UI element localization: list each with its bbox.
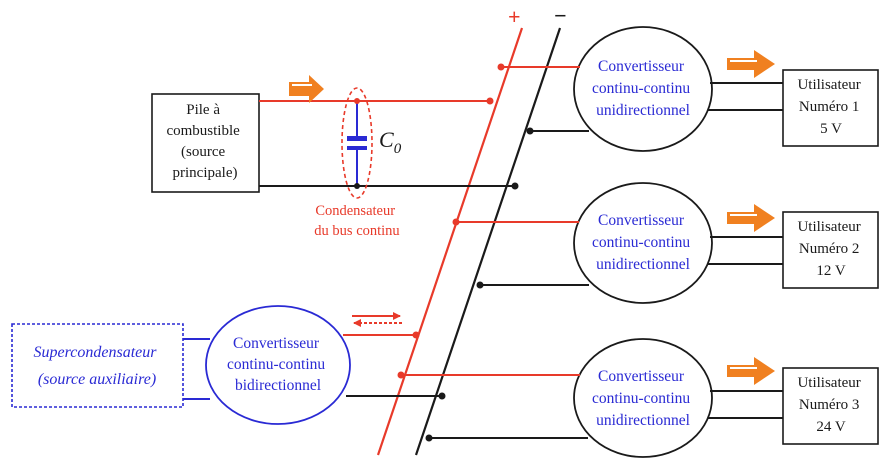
bidirectional-converter [205, 305, 351, 425]
converter-3 [573, 338, 713, 458]
supercapacitor-label: Supercondensateur (source auxiliaire) [34, 344, 161, 388]
converter-1-label: Convertisseur continu-continu unidirecti… [592, 58, 694, 119]
user-1-flow-arrow [727, 50, 775, 78]
user-1-box [782, 69, 879, 147]
bidirectional-converter-label: Convertisseur continu-continu bidirectio… [227, 335, 329, 394]
fuel-cell-label: Pile à combustible (source principale) [166, 102, 243, 181]
negative-bus-label: − [554, 3, 567, 28]
converter-2-label: Convertisseur continu-continu unidirecti… [592, 212, 694, 273]
bus-junction-dots [397, 63, 534, 442]
supercapacitor-box [11, 323, 184, 408]
fuel-cell-box [151, 93, 260, 193]
user-3-box [782, 367, 879, 445]
capacitor-caption: Condensateur du bus continu [314, 203, 399, 239]
bus-capacitor [341, 87, 373, 199]
user-1-label: Utilisateur Numéro 1 5 V [797, 77, 864, 137]
converter-1 [573, 26, 713, 152]
negative-bus-line [414, 27, 562, 456]
capacitor-highlight-ellipse [341, 87, 373, 199]
user-3-label: Utilisateur Numéro 3 24 V [797, 375, 864, 435]
bidirectional-flow-arrows [352, 312, 402, 327]
fuel-cell-flow-arrow [289, 75, 324, 103]
positive-bus-label: + [508, 4, 521, 29]
user-2-label: Utilisateur Numéro 2 12 V [797, 219, 864, 279]
converter-3-label: Convertisseur continu-continu unidirecti… [592, 368, 694, 429]
user-3-flow-arrow [727, 357, 775, 385]
capacitor-symbol: C0 [379, 127, 402, 157]
positive-bus-line [376, 27, 524, 456]
user-2-box [782, 211, 879, 289]
converter-2 [573, 182, 713, 304]
user-2-flow-arrow [727, 204, 775, 232]
